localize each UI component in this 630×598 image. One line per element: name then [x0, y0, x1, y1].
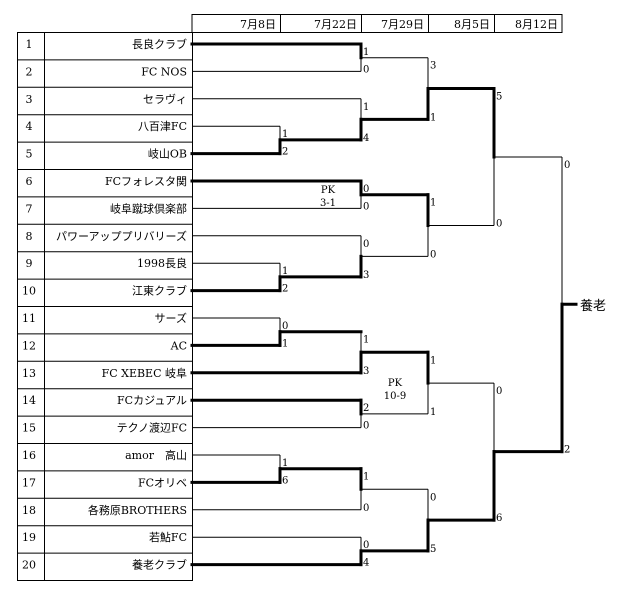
team-number: 1: [26, 38, 33, 51]
team-number: 7: [26, 202, 33, 215]
match-score: 5: [496, 92, 502, 103]
match-score: 1: [430, 198, 436, 209]
match-score: 0: [282, 321, 288, 332]
team-name: amor 高山: [125, 448, 187, 462]
match-score: 3: [363, 270, 369, 281]
team-name: テクノ渡辺FC: [117, 421, 187, 435]
team-number: 10: [22, 285, 36, 298]
team-number: 15: [22, 422, 36, 435]
team-name: 八百津FC: [138, 120, 187, 133]
team-name: パワーアッププリバリーズ: [56, 229, 187, 243]
team-name: FCフォレスタ関: [105, 175, 187, 188]
match-score: 2: [282, 147, 288, 158]
team-name: FCオリベ: [138, 476, 187, 489]
match-score: 0: [363, 184, 369, 195]
team-name: 1998長良: [137, 256, 187, 270]
match-score: 5: [430, 544, 436, 555]
match-score: 3: [430, 61, 436, 72]
match-score: 0: [363, 540, 369, 551]
pk-score: 3-1: [320, 198, 336, 209]
match-score: 0: [564, 160, 570, 171]
match-score: 1: [430, 112, 436, 123]
team-number: 19: [22, 531, 36, 544]
pk-label: PK: [388, 378, 403, 389]
pk-note-1: PK 3-1: [320, 185, 336, 209]
match-score: 0: [496, 219, 502, 230]
match-score: 3: [363, 366, 369, 377]
match-score: 0: [363, 64, 369, 75]
pk-score: 10-9: [384, 391, 406, 402]
match-score: 4: [363, 558, 369, 569]
team-number: 11: [22, 312, 36, 325]
team-name: 岐山OB: [148, 148, 187, 161]
date-header-frame: [191, 14, 563, 33]
team-name: FCカジュアル: [117, 394, 187, 407]
team-name: FC XEBEC 岐阜: [102, 367, 187, 380]
match-score: 0: [430, 492, 436, 503]
team-name: 岐阜蹴球倶楽部: [110, 201, 187, 215]
team-number: 16: [22, 449, 36, 462]
team-number: 4: [26, 120, 33, 133]
team-number: 18: [22, 504, 36, 517]
team-name: 江東クラブ: [132, 284, 187, 298]
match-score: 1: [363, 335, 369, 346]
match-score: 6: [282, 475, 288, 486]
match-score: 1: [430, 355, 436, 366]
match-score: 1: [282, 458, 288, 469]
match-score: 1: [363, 102, 369, 113]
match-score: 1: [282, 266, 288, 277]
team-name: 養老クラブ: [132, 558, 187, 572]
team-name: 長良クラブ: [132, 37, 187, 51]
team-number: 8: [26, 230, 33, 243]
team-number: 3: [26, 93, 33, 106]
date-round-3: 7月29日: [381, 18, 424, 31]
team-number: 12: [22, 339, 36, 352]
team-name: セラヴィ: [143, 92, 187, 106]
match-score: 6: [496, 513, 502, 524]
match-score: 1: [430, 407, 436, 418]
match-score: 0: [363, 503, 369, 514]
pk-note-2: PK 10-9: [384, 378, 406, 402]
team-name: AC: [170, 339, 187, 352]
match-score: 0: [496, 386, 502, 397]
team-name: サーズ: [155, 311, 187, 325]
team-number: 6: [26, 175, 33, 188]
team-number: 2: [26, 65, 33, 78]
match-score: 1: [363, 47, 369, 58]
match-score: 0: [363, 421, 369, 432]
match-score: 1: [282, 338, 288, 349]
date-round-5: 8月12日: [515, 18, 558, 31]
champion-label: 養老: [580, 298, 606, 314]
match-score: 0: [430, 249, 436, 260]
team-name: 各務原BROTHERS: [88, 503, 187, 517]
date-round-1: 7月8日: [240, 18, 276, 31]
team-number: 5: [26, 148, 33, 161]
team-table: 1 長良クラブ 2 FC NOS 3 セラヴィ 4 八百津FC 5 岐山OB 6 FCフォレスタ関 7 岐…: [17, 32, 193, 581]
team-name: FC NOS: [141, 65, 187, 78]
match-score: 2: [282, 284, 288, 295]
date-round-2: 7月22日: [314, 18, 357, 31]
team-number: 20: [22, 559, 36, 572]
match-score: 4: [363, 133, 369, 144]
match-score: 2: [564, 445, 570, 456]
match-score: 1: [363, 472, 369, 483]
match-score: 1: [282, 129, 288, 140]
team-number: 17: [22, 476, 36, 489]
date-header: 7月8日 7月22日 7月29日 8月5日 8月12日: [191, 14, 563, 33]
match-score: 0: [363, 239, 369, 250]
bracket-lines: [190, 42, 578, 567]
date-round-4: 8月5日: [454, 18, 490, 31]
pk-label: PK: [321, 185, 336, 196]
match-score: 0: [363, 201, 369, 212]
team-number: 9: [26, 257, 33, 270]
team-name: 若鮎FC: [149, 530, 187, 544]
team-number: 14: [22, 394, 36, 407]
match-score: 2: [363, 403, 369, 414]
team-number: 13: [22, 367, 36, 380]
